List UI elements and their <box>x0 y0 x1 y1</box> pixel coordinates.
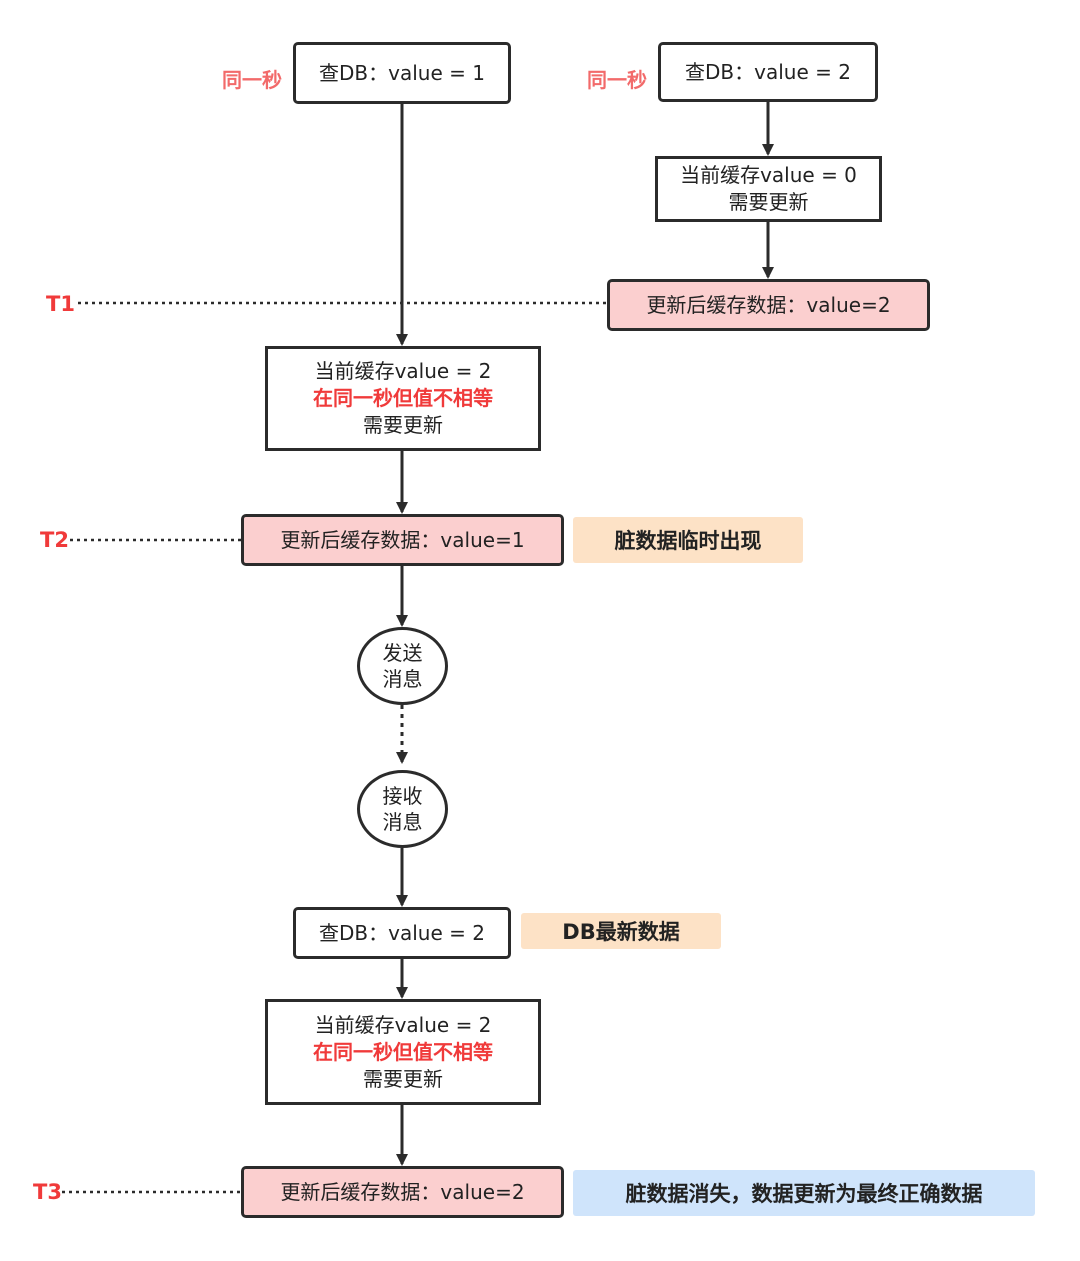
right-cache-update-text: 更新后缓存数据：value=2 <box>646 292 891 317</box>
right-cache-check-line-2: 需要更新 <box>728 190 809 214</box>
right-cache-update-box: 更新后缓存数据：value=2 <box>607 279 930 331</box>
receive-message-node: 接收 消息 <box>357 770 448 848</box>
query-db-box-1: 查DB：value = 1 <box>293 42 511 104</box>
same-second-label-left: 同一秒 <box>222 68 282 92</box>
right-query-db-text: 查DB：value = 2 <box>685 59 851 84</box>
query-db-box-2: 查DB：value = 2 <box>293 907 511 959</box>
receive-message-line-1: 接收 <box>382 784 423 808</box>
t2-label: T2 <box>40 528 69 552</box>
note-db-latest: DB最新数据 <box>521 913 721 949</box>
right-cache-check-box: 当前缓存value = 0 需要更新 <box>655 156 882 222</box>
same-second-label-right: 同一秒 <box>587 68 647 92</box>
note-dirty-gone: 脏数据消失，数据更新为最终正确数据 <box>573 1170 1035 1216</box>
note-dirty-gone-text: 脏数据消失，数据更新为最终正确数据 <box>625 1182 983 1206</box>
t3-label: T3 <box>33 1180 62 1204</box>
cache-check-action-2: 需要更新 <box>363 1066 443 1091</box>
right-query-db-box: 查DB：value = 2 <box>658 42 878 102</box>
note-db-latest-text: DB最新数据 <box>562 920 680 944</box>
send-message-line-2: 消息 <box>382 667 423 691</box>
cache-check-warning-1: 在同一秒但值不相等 <box>313 386 493 410</box>
cache-check-box-1: 当前缓存value = 2 在同一秒但值不相等 需要更新 <box>265 346 541 451</box>
receive-message-line-2: 消息 <box>382 810 423 834</box>
send-message-line-1: 发送 <box>382 641 423 665</box>
right-cache-check-line-1: 当前缓存value = 0 <box>680 163 857 187</box>
note-dirty-appear-text: 脏数据临时出现 <box>614 529 762 553</box>
note-dirty-appear: 脏数据临时出现 <box>573 517 803 563</box>
t1-label: T1 <box>46 292 75 316</box>
query-db-text-2: 查DB：value = 2 <box>319 920 485 945</box>
cache-update-box-1: 更新后缓存数据：value=1 <box>241 514 564 566</box>
cache-update-text-2: 更新后缓存数据：value=2 <box>280 1179 525 1204</box>
cache-check-box-2: 当前缓存value = 2 在同一秒但值不相等 需要更新 <box>265 999 541 1105</box>
query-db-text-1: 查DB：value = 1 <box>319 60 485 85</box>
cache-update-box-2: 更新后缓存数据：value=2 <box>241 1166 564 1218</box>
send-message-node: 发送 消息 <box>357 627 448 705</box>
cache-check-warning-2: 在同一秒但值不相等 <box>313 1039 493 1064</box>
cache-update-text-1: 更新后缓存数据：value=1 <box>280 527 525 552</box>
cache-check-line-2: 当前缓存value = 2 <box>314 1012 492 1037</box>
cache-check-line-1: 当前缓存value = 2 <box>314 359 492 383</box>
cache-check-action-1: 需要更新 <box>363 413 443 437</box>
